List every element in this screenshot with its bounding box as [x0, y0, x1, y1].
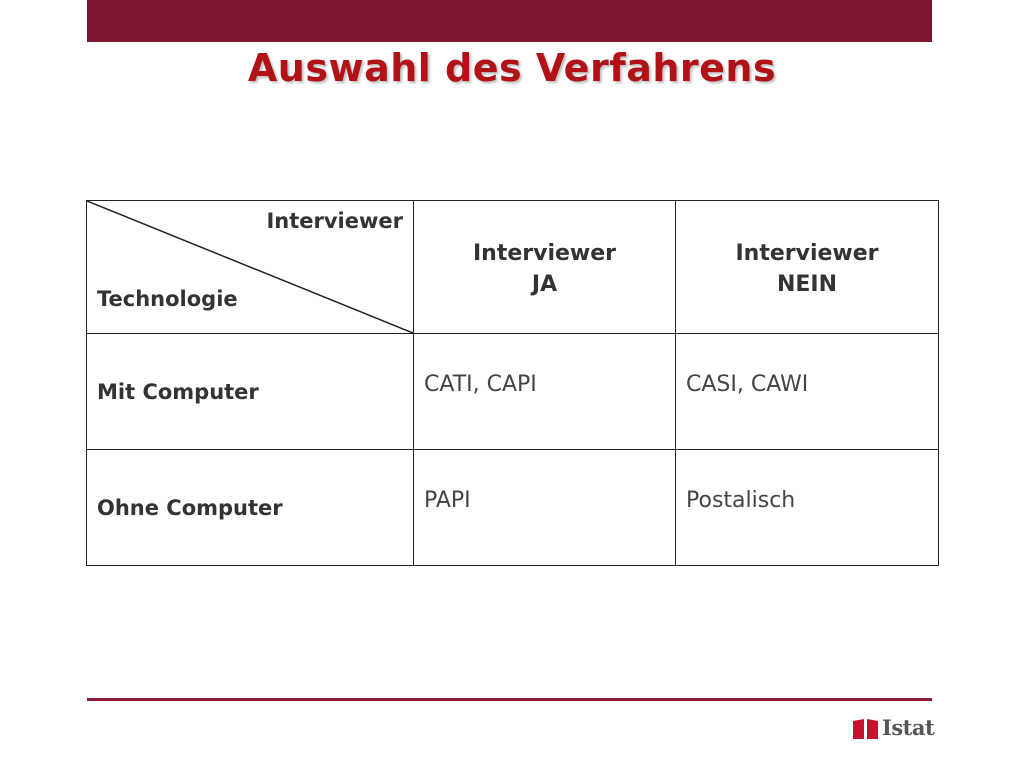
header-bar: [87, 0, 932, 42]
table-row: Ohne Computer PAPI Postalisch: [86, 449, 939, 566]
page-title: Auswahl des Verfahrens: [247, 46, 777, 90]
table-header-row: Interviewer Technologie Interviewer JA I…: [86, 200, 939, 334]
table-cell: CASI, CAWI: [675, 333, 939, 450]
diagonal-divider: [87, 201, 413, 333]
table-cell: Postalisch: [675, 449, 939, 566]
corner-label-technologie: Technologie: [97, 287, 238, 311]
istat-logo-mark-icon: [853, 719, 878, 739]
istat-logo-text: Istat: [882, 715, 935, 740]
column-header-line2: NEIN: [776, 272, 838, 297]
corner-cell: Interviewer Technologie: [86, 200, 414, 334]
corner-label-interviewer: Interviewer: [266, 209, 403, 233]
method-matrix-table: Interviewer Technologie Interviewer JA I…: [86, 200, 939, 566]
table-cell: PAPI: [413, 449, 676, 566]
column-header-line2: JA: [531, 272, 558, 297]
istat-logo: Istat: [852, 715, 935, 745]
table-row: Mit Computer CATI, CAPI CASI, CAWI: [86, 333, 939, 450]
row-label-mit-computer: Mit Computer: [86, 333, 414, 450]
row-label-ohne-computer: Ohne Computer: [86, 449, 414, 566]
column-header-line1: Interviewer: [735, 241, 879, 266]
column-header-line1: Interviewer: [472, 241, 617, 266]
column-header-interviewer-nein: Interviewer NEIN: [675, 200, 939, 334]
column-header-interviewer-ja: Interviewer JA: [413, 200, 676, 334]
footer-divider: [87, 698, 932, 701]
table-cell: CATI, CAPI: [413, 333, 676, 450]
